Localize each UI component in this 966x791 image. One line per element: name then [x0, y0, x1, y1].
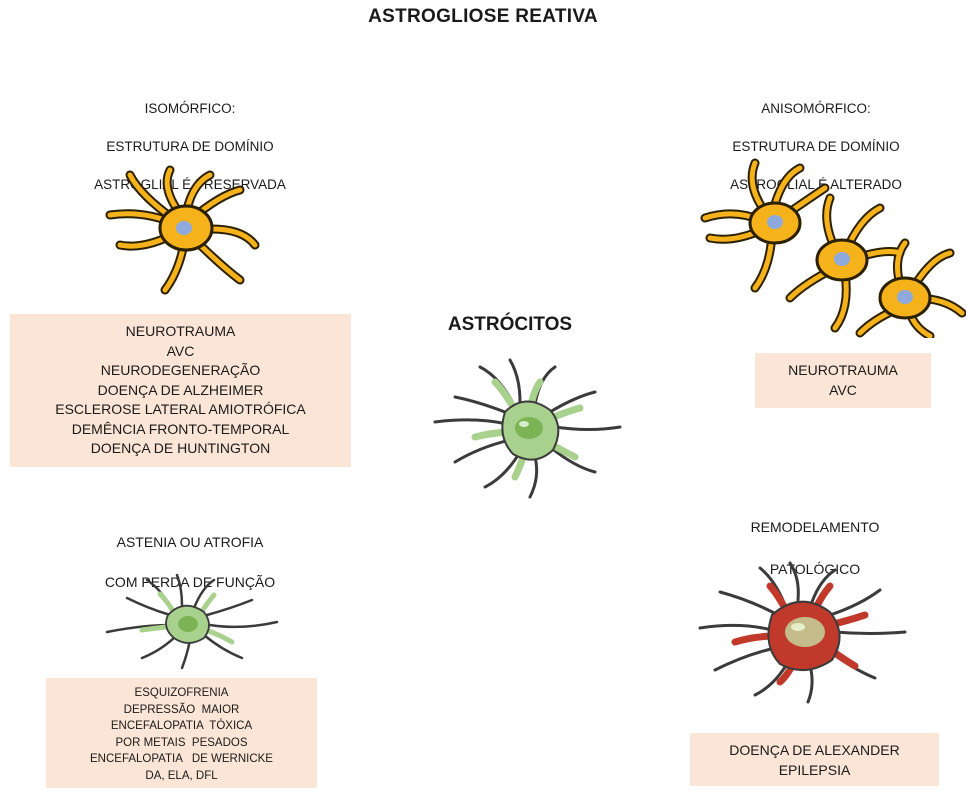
condition-item: AVC: [10, 342, 351, 362]
condition-item: DEPRESSÃO MAIOR: [46, 702, 317, 719]
pathological-astrocyte-icon: [690, 560, 915, 705]
condition-item: DEMÊNCIA FRONTO-TEMPORAL: [10, 420, 351, 440]
condition-item: AVC: [755, 381, 931, 401]
atrophy-heading-line: ASTENIA OU ATROFIA: [40, 532, 340, 552]
anisomorphic-conditions-box: NEUROTRAUMA AVC: [755, 353, 931, 408]
condition-item: ENCEFALOPATIA TÓXICA: [46, 718, 317, 735]
condition-item: ENCEFALOPATIA DE WERNICKE: [46, 751, 317, 768]
condition-item: ESCLEROSE LATERAL AMIOTRÓFICA: [10, 400, 351, 420]
reactive-astrocyte-icon: [90, 150, 290, 310]
atrophy-conditions-box: ESQUIZOFRENIA DEPRESSÃO MAIOR ENCEFALOPA…: [46, 678, 317, 788]
center-title: ASTRÓCITOS: [410, 314, 610, 336]
diagram-title: ASTROGLIOSE REATIVA: [0, 6, 966, 28]
condition-item: DA, ELA, DFL: [46, 768, 317, 785]
condition-item: ESQUIZOFRENIA: [46, 685, 317, 702]
pathological-heading-line: REMODELAMENTO: [695, 517, 935, 538]
isomorphic-heading-line: ISOMÓRFICO:: [40, 99, 340, 118]
atrophic-astrocyte-icon: [102, 570, 282, 670]
condition-item: EPILEPSIA: [690, 760, 939, 780]
pathological-conditions-box: DOENÇA DE ALEXANDER EPILEPSIA: [690, 733, 939, 786]
condition-item: NEUROTRAUMA: [755, 361, 931, 381]
condition-item: DOENÇA DE HUNTINGTON: [10, 439, 351, 459]
condition-item: DOENÇA DE ALEXANDER: [690, 740, 939, 760]
reactive-astrocyte-cluster-icon: [700, 148, 966, 338]
condition-item: NEUROTRAUMA: [10, 322, 351, 342]
isomorphic-conditions-box: NEUROTRAUMA AVC NEURODEGENERAÇÃO DOENÇA …: [10, 314, 351, 467]
condition-item: POR METAIS PESADOS: [46, 735, 317, 752]
anisomorphic-heading-line: ANISOMÓRFICO:: [686, 99, 946, 118]
condition-item: NEURODEGENERAÇÃO: [10, 361, 351, 381]
condition-item: DOENÇA DE ALZHEIMER: [10, 381, 351, 401]
astrocyte-icon: [425, 352, 635, 502]
